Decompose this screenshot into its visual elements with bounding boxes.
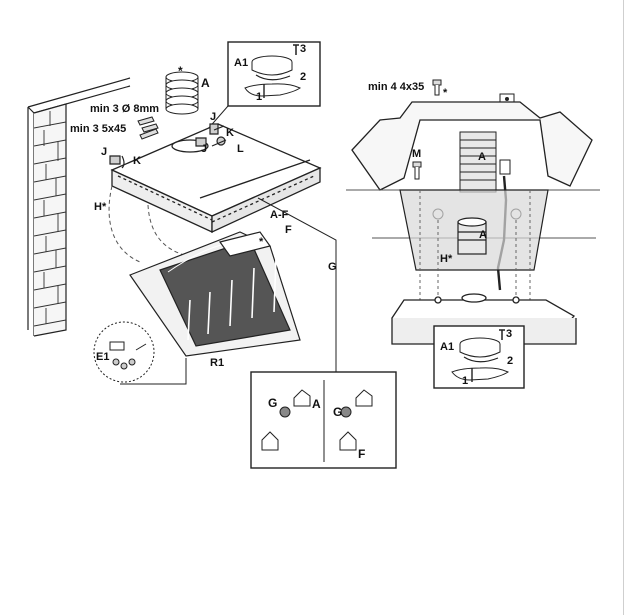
- g-switch-box: [250, 371, 397, 469]
- label-min3-5x45: min 3 5x45: [70, 123, 126, 135]
- label-2-right: 2: [507, 355, 513, 367]
- label-screw-asterisk: *: [443, 87, 448, 99]
- e1-leader: [120, 358, 187, 385]
- label-k-left: K: [133, 155, 141, 167]
- label-l: L: [237, 143, 244, 155]
- wall-plugs-icon: [137, 116, 159, 140]
- brick-wall: [27, 77, 131, 337]
- label-m: M: [412, 148, 421, 160]
- label-min4-4x35: min 4 4x35: [368, 81, 424, 93]
- grease-filter-panel: [129, 231, 301, 357]
- label-1-right: 1: [462, 375, 468, 387]
- j-bracket-icons: [109, 123, 227, 169]
- label-j-center: J: [201, 143, 207, 155]
- label-filter-asterisk: *: [259, 236, 264, 248]
- label-1-left: 1: [256, 91, 262, 103]
- g-leader-line: [257, 197, 337, 372]
- plug-icon: [499, 159, 511, 175]
- chimney-duct-upper: [459, 131, 497, 193]
- label-h-left: H*: [94, 201, 107, 213]
- label-k-right: K: [226, 127, 234, 139]
- exhaust-duct: [165, 71, 199, 115]
- label-duct-asterisk: *: [178, 64, 183, 78]
- label-e1: E1: [96, 351, 109, 363]
- e1-detail-circle: [93, 321, 155, 383]
- label-g-box-left: G: [268, 396, 277, 410]
- label-a1-right: A1: [440, 341, 454, 353]
- dashed-guides-right: [419, 190, 531, 300]
- chimney-cover: [399, 189, 549, 271]
- label-j-right: J: [210, 111, 216, 123]
- label-duct-a: A: [201, 76, 210, 90]
- label-a-right-upper: A: [478, 151, 486, 163]
- detail-box-left: [227, 41, 321, 107]
- label-a-f: A-F: [270, 209, 289, 221]
- label-h-right: H*: [440, 253, 453, 265]
- page-edge-rule: [623, 0, 624, 615]
- label-a-box: A: [312, 397, 321, 411]
- label-g-box-right: G: [333, 405, 342, 419]
- label-g-line: G: [328, 261, 337, 273]
- label-3-right: 3: [506, 328, 512, 340]
- label-a-right-lower: A: [479, 229, 487, 241]
- detail-box-right: [433, 325, 525, 389]
- label-f: F: [285, 224, 292, 236]
- label-min3-8mm: min 3 Ø 8mm: [90, 103, 159, 115]
- hood-body-left: [110, 123, 322, 234]
- screw-icon: [432, 79, 442, 96]
- label-r1: R1: [210, 357, 224, 369]
- label-2-left: 2: [300, 71, 306, 83]
- label-a1-left: A1: [234, 57, 248, 69]
- label-f-box: F: [358, 447, 365, 461]
- label-j-left: J: [101, 146, 107, 158]
- label-3-left: 3: [300, 43, 306, 55]
